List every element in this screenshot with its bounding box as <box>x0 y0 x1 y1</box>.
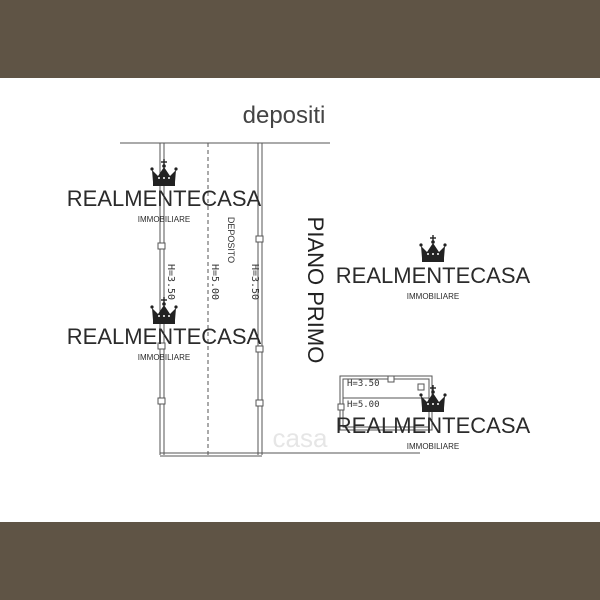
bottom-band <box>0 522 600 600</box>
watermark-4: REALMENTECASA IMMOBILIARE <box>336 384 531 451</box>
watermark-brand: REALMENTECASA <box>336 413 531 438</box>
small-height-top: H=3.50 <box>347 379 380 389</box>
room-label: DEPOSITO <box>226 217 236 263</box>
floor-plan: depositi H=3.50 H=5.00 DEPOSITO H=3.50 P… <box>67 102 531 457</box>
plan-title: depositi <box>243 102 326 129</box>
crown-icon <box>149 158 179 187</box>
watermark-1: REALMENTECASA IMMOBILIARE <box>67 158 262 224</box>
storage-block <box>120 142 330 457</box>
small-height-bottom: H=5.00 <box>347 400 380 410</box>
crown-icon <box>149 296 179 325</box>
watermark-subtitle: IMMOBILIARE <box>407 292 459 301</box>
watermark-subtitle: IMMOBILIARE <box>407 442 459 451</box>
faint-mark: casa <box>273 423 328 453</box>
height-label-middle: H=5.00 <box>209 264 220 300</box>
watermark-brand: REALMENTECASA <box>67 324 262 349</box>
floor-label: PIANO PRIMO <box>303 217 328 364</box>
crown-icon <box>418 234 448 263</box>
watermark-subtitle: IMMOBILIARE <box>138 215 190 224</box>
small-room <box>330 375 433 454</box>
watermark-subtitle: IMMOBILIARE <box>138 353 190 362</box>
watermark-2: REALMENTECASA IMMOBILIARE <box>67 296 262 362</box>
height-label-right: H=3.50 <box>249 264 260 300</box>
watermark-3: REALMENTECASA IMMOBILIARE <box>336 234 531 301</box>
top-band <box>0 0 600 78</box>
watermark-brand: REALMENTECASA <box>336 263 531 288</box>
height-label-left: H=3.50 <box>165 264 176 300</box>
watermark-brand: REALMENTECASA <box>67 186 262 211</box>
